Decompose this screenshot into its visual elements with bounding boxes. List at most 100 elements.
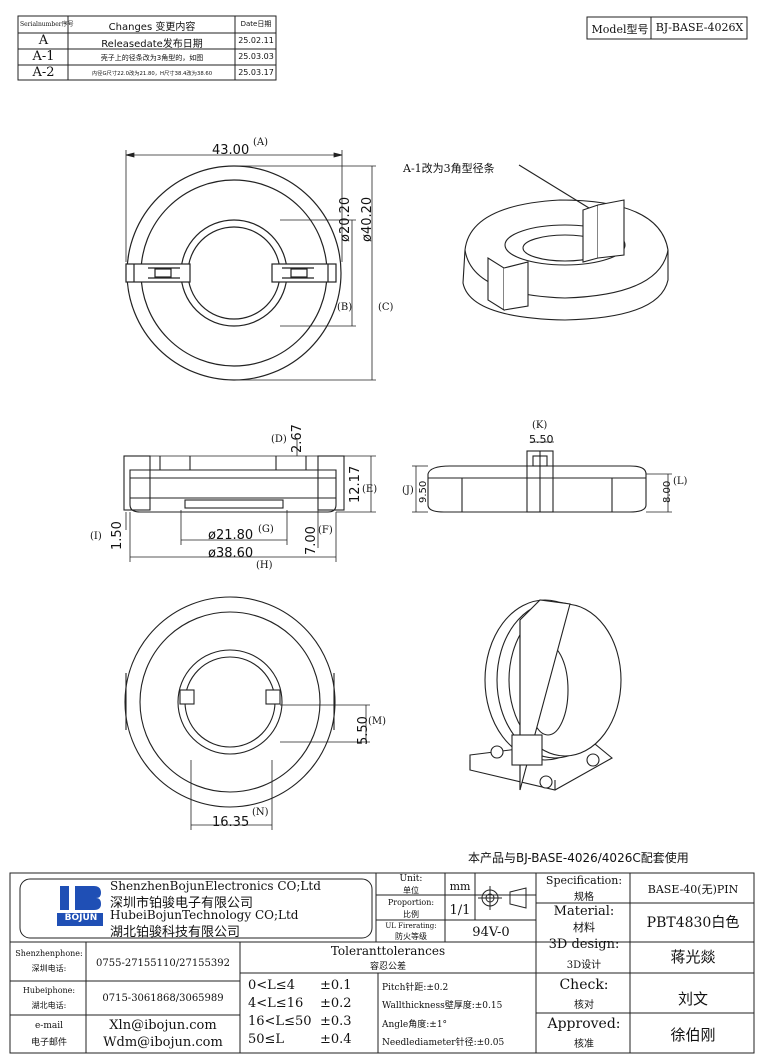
dim-a-tag: (A) bbox=[253, 137, 269, 148]
ul-label-en: UL Firerating: bbox=[385, 922, 437, 930]
dim-b-tag: (B) bbox=[337, 302, 353, 313]
dim-k-value: 5.50 bbox=[529, 433, 554, 446]
unit-label-en: Unit: bbox=[399, 874, 423, 884]
dim-l-value: 8.00 bbox=[662, 480, 673, 503]
check-value: 刘文 bbox=[677, 990, 708, 1008]
ul-value: 94V-0 bbox=[472, 925, 510, 940]
approved-label-cn: 核准 bbox=[574, 1039, 594, 1050]
dim-n-tag: (N) bbox=[252, 807, 269, 818]
iso-view-1 bbox=[462, 164, 669, 321]
dim-d-tag: (D) bbox=[271, 434, 287, 445]
dim-j-tag: (J) bbox=[402, 485, 414, 496]
dim-a-value: 43.00 bbox=[212, 143, 250, 158]
company-en-1: ShenzhenBojunElectronics CO;Ltd bbox=[110, 879, 321, 893]
spec-value: BASE-40(无)PIN bbox=[647, 883, 739, 896]
rev-row-change: Releasedate发布日期 bbox=[101, 39, 203, 50]
rev-header-changes: Changes 变更内容 bbox=[108, 22, 196, 33]
model-label: Model型号 bbox=[591, 23, 649, 36]
tol-value: ±0.2 bbox=[320, 996, 352, 1011]
front-view bbox=[123, 455, 345, 513]
usage-note: 本产品与BJ-BASE-4026/4026C配套使用 bbox=[468, 851, 689, 865]
annotation-a1: A-1改为3角型径条 bbox=[403, 162, 495, 175]
dim-b-value: ø20.20 bbox=[338, 196, 353, 242]
dim-c-value: ø40.20 bbox=[360, 196, 375, 242]
dim-j-value: 9.50 bbox=[418, 480, 429, 503]
dim-e-tag: (E) bbox=[362, 484, 378, 495]
design-value: 蒋光燚 bbox=[670, 948, 716, 966]
approved-label-en: Approved: bbox=[547, 1016, 621, 1032]
proportion-label-en: Proportion: bbox=[387, 898, 435, 907]
revision-table-grid bbox=[17, 15, 277, 81]
approved-value: 徐伯刚 bbox=[670, 1026, 716, 1044]
side-view-dims bbox=[412, 441, 672, 513]
material-label-en: Material: bbox=[553, 904, 615, 919]
rev-row-date: 25.02.11 bbox=[238, 36, 274, 45]
design-label-en: 3D design: bbox=[548, 937, 620, 952]
tol-value: ±0.1 bbox=[320, 978, 352, 993]
tol-value: ±0.4 bbox=[320, 1032, 352, 1047]
sz-phone-value: 0755-27155110/27155392 bbox=[96, 958, 230, 969]
sz-phone-label-en: Shenzhenphone: bbox=[15, 949, 83, 958]
dim-f-tag: (F) bbox=[318, 525, 333, 536]
tol-range: 4<L≤16 bbox=[248, 996, 304, 1011]
spec-label-en: Specification: bbox=[545, 874, 623, 887]
top-view bbox=[125, 165, 342, 381]
design-label-cn: 3D设计 bbox=[566, 960, 602, 971]
dim-m-tag: (M) bbox=[368, 716, 387, 727]
tol-range: 16<L≤50 bbox=[248, 1014, 312, 1029]
dim-e-value: 12.17 bbox=[348, 465, 363, 503]
model-value: BJ-BASE-4026X bbox=[655, 21, 744, 34]
rev-row-serial: A bbox=[38, 33, 49, 48]
rev-row-date: 25.03.17 bbox=[238, 68, 274, 77]
dim-f-value: 7.00 bbox=[304, 526, 319, 555]
material-label-cn: 材料 bbox=[573, 921, 595, 934]
spec-label-cn: 规格 bbox=[574, 892, 594, 903]
unit-value: mm bbox=[449, 880, 471, 893]
front-view-dims bbox=[124, 440, 376, 562]
dim-g-value: ø21.80 bbox=[208, 528, 254, 543]
projection-symbol bbox=[478, 886, 527, 910]
dim-c-tag: (C) bbox=[378, 302, 394, 313]
iso-view-2 bbox=[469, 599, 622, 791]
rev-row-serial: A-2 bbox=[32, 65, 55, 80]
rev-header-serial: Serialnumber序号 bbox=[20, 21, 74, 28]
dim-k-tag: (K) bbox=[532, 420, 548, 431]
ul-label-cn: 防火等级 bbox=[395, 932, 427, 941]
sz-phone-label-cn: 深圳电话: bbox=[31, 964, 67, 973]
email-label-cn: 电子邮件 bbox=[30, 1038, 67, 1048]
rev-row-change: 内径G尺寸22.0改为21.80，H尺寸38.4改为38.60 bbox=[91, 71, 213, 77]
tol-note: Pitch针距:±0.2 bbox=[382, 983, 449, 993]
dim-h-value: ø38.60 bbox=[208, 546, 254, 561]
tol-title-cn: 容忍公差 bbox=[369, 962, 406, 972]
hb-phone-value: 0715-3061868/3065989 bbox=[102, 993, 224, 1004]
dim-i-tag: (I) bbox=[90, 531, 102, 542]
unit-label-cn: 单位 bbox=[403, 886, 419, 895]
hb-phone-label-en: Hubeiphone: bbox=[22, 986, 76, 995]
bottom-view-dims bbox=[190, 704, 370, 830]
dim-l-tag: (L) bbox=[673, 476, 688, 487]
tol-value: ±0.3 bbox=[320, 1014, 352, 1029]
dim-g-tag: (G) bbox=[258, 524, 274, 535]
proportion-label-cn: 比例 bbox=[403, 910, 419, 919]
top-view-dims bbox=[125, 150, 376, 381]
bottom-view bbox=[124, 596, 336, 808]
check-label-en: Check: bbox=[559, 977, 609, 993]
rev-row-date: 25.03.03 bbox=[238, 52, 274, 61]
proportion-value: 1/1 bbox=[449, 903, 471, 918]
tol-note: Angle角度:±1° bbox=[382, 1020, 448, 1030]
title-block-grid bbox=[9, 872, 755, 1054]
company-cn-2: 湖北铂骏科技有限公司 bbox=[110, 925, 241, 940]
model-box bbox=[586, 16, 748, 40]
tol-range: 0<L≤4 bbox=[248, 978, 295, 993]
rev-header-date: Date日期 bbox=[240, 20, 272, 28]
tol-range: 50≤L bbox=[248, 1032, 285, 1047]
tol-note: Wallthickness壁厚度:±0.15 bbox=[382, 1001, 503, 1011]
company-cn-1: 深圳市铂骏电子有限公司 bbox=[110, 896, 254, 911]
hb-phone-label-cn: 湖北电话: bbox=[31, 1001, 67, 1010]
tol-title-en: Toleranttolerances bbox=[330, 944, 446, 958]
logo-text: BOJUN bbox=[64, 913, 98, 923]
dim-d-value: 2.67 bbox=[290, 424, 305, 453]
email-2: Wdm@ibojun.com bbox=[103, 1035, 223, 1050]
rev-row-serial: A-1 bbox=[32, 49, 55, 64]
